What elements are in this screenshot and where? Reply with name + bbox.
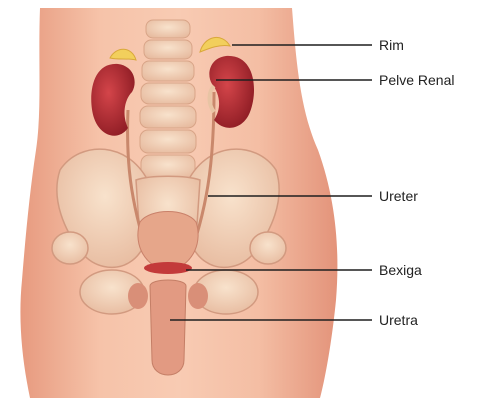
label-rim: Rim: [379, 37, 404, 53]
spine: [140, 20, 196, 179]
label-ureter: Ureter: [379, 188, 418, 204]
label-bexiga: Bexiga: [379, 262, 422, 278]
label-pelve-renal: Pelve Renal: [379, 72, 455, 88]
label-uretra: Uretra: [379, 312, 418, 328]
